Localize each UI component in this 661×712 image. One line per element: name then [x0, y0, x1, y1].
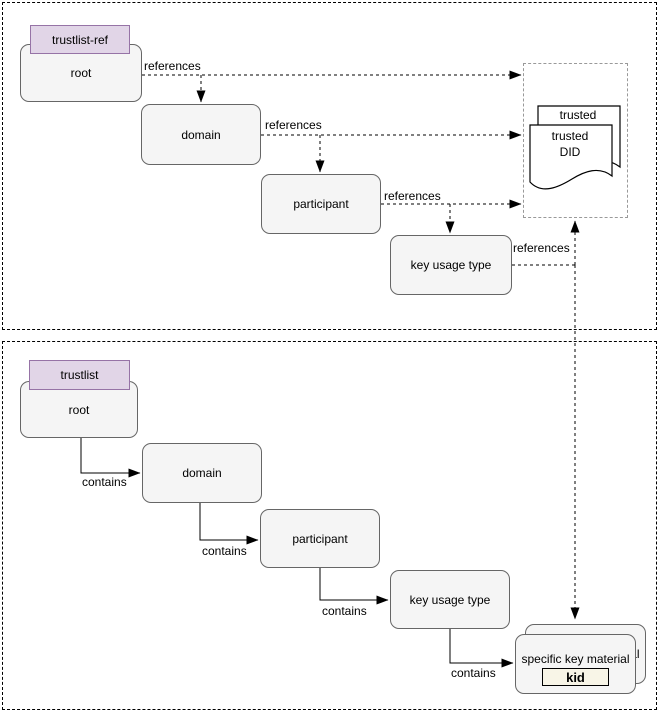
edge-label-references-3: references	[384, 189, 441, 203]
trustlist-tag: trustlist	[29, 360, 130, 390]
trusted-did-document-front-shape	[529, 124, 613, 190]
node-top-domain: domain	[141, 104, 261, 165]
trusted-did-document-label: trusted DID	[529, 128, 611, 160]
node-top-participant: participant	[261, 174, 381, 234]
edge-label-contains-2: contains	[202, 544, 247, 558]
specific-key-material-label: specific key material	[521, 652, 630, 666]
trusted-did-label-line2: DID	[559, 145, 581, 159]
trustlist-ref-tag: trustlist-ref	[30, 25, 130, 54]
trustlist-section-frame	[2, 341, 657, 710]
node-bottom-participant: participant	[260, 509, 380, 568]
node-top-key-usage-type: key usage type	[390, 235, 512, 295]
trusted-did-group-frame	[523, 63, 628, 218]
trustlist-ref-section-frame	[2, 2, 657, 330]
kid-field: kid	[542, 668, 609, 686]
node-specific-key-material: specific key material kid	[515, 634, 636, 694]
node-bottom-root: root	[20, 381, 138, 438]
edge-label-contains-4: contains	[451, 666, 496, 680]
node-bottom-key-usage-type: key usage type	[390, 570, 510, 629]
edge-label-contains-1: contains	[82, 475, 127, 489]
node-bottom-domain: domain	[142, 443, 262, 503]
edge-label-contains-3: contains	[322, 604, 367, 618]
edge-label-references-1: references	[144, 59, 201, 73]
edge-label-references-4: references	[513, 241, 570, 255]
edge-label-references-2: references	[265, 118, 322, 132]
trusted-did-label-line1: trusted	[551, 129, 589, 143]
trusted-document-back-label: trusted	[559, 108, 597, 122]
